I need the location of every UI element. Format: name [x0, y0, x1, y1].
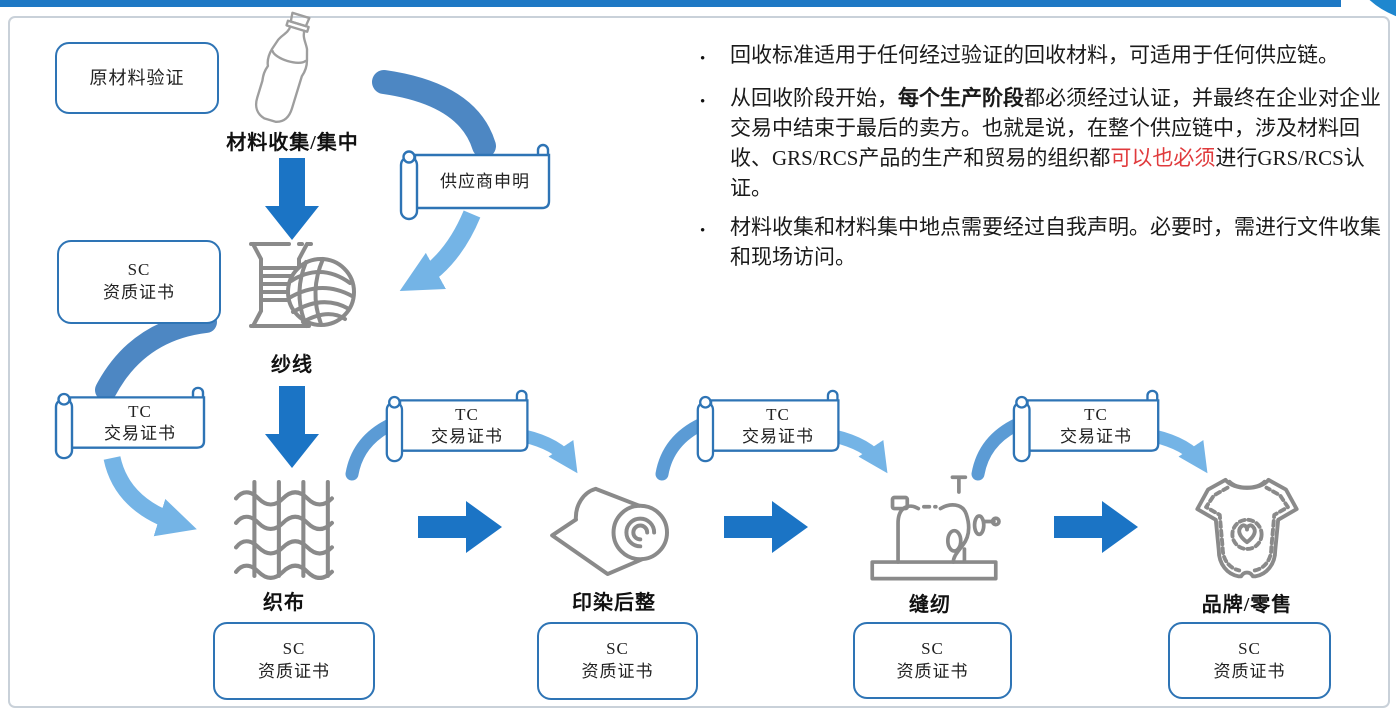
down-arrow-yarn-to-weaving [265, 386, 319, 468]
down-arrow-collection-to-yarn [265, 158, 319, 240]
curve-into-tc-scroll-3 [655, 417, 709, 481]
right-arrow-sewing-to-retail [1054, 501, 1138, 553]
tc-line1: TC [1084, 404, 1108, 424]
tc-line2: 交易证书 [1060, 426, 1132, 446]
curve-bottle-to-supplier-scroll [372, 70, 496, 158]
sc-line2: 资质证书 [896, 661, 969, 681]
plastic-bottle-icon [232, 10, 337, 128]
sc-line2: 资质证书 [258, 662, 330, 681]
sc-certificate-box-retail: SC 资质证书 [1168, 622, 1331, 699]
note-2-red-emphasis: 可以也必须 [1110, 146, 1216, 170]
bullet-dot: • [700, 94, 706, 110]
tc-certificate-label: TC 交易证书 [714, 400, 842, 451]
sc-certificate-box-weaving: SC 资质证书 [213, 622, 375, 700]
tc-certificate-label: TC 交易证书 [72, 397, 208, 448]
weaving-stage-label: 织布 [263, 592, 305, 614]
sc-line1: SC [921, 638, 944, 658]
supplier-declaration-scroll: 供应商申明 [397, 142, 557, 222]
scroll-shape [385, 389, 529, 463]
sc-certificate-box-sewing: SC 资质证书 [853, 622, 1012, 699]
sc-certificate-box-dyeing: SC 资质证书 [537, 622, 698, 700]
curve-into-tc-scroll-4 [971, 417, 1025, 481]
note-text-2: 从回收阶段开始，每个生产阶段都必须经过认证，并最终在企业对企业交易中结束于最后的… [730, 83, 1390, 203]
tc-certificate-scroll-1: TC 交易证书 [52, 385, 212, 461]
sc-certificate-box-spinning: SC 资质证书 [57, 240, 221, 324]
note-text-1: 回收标准适用于任何经过验证的回收材料，可适用于任何供应链。 [730, 43, 1339, 67]
curve-tc-scroll-4-to-retail [1152, 429, 1208, 474]
tc-line2: 交易证书 [431, 426, 503, 446]
tc-certificate-scroll-4: TC 交易证书 [1010, 388, 1166, 464]
bullet-dot: • [700, 51, 706, 67]
sewing-machine-icon [858, 468, 1010, 586]
retail-stage-label: 品牌/零售 [1201, 594, 1293, 616]
note-2-mid: 都必须经过认证，并最终在企业对企业交易中结束于最后的卖方。也就是说，在整个供应链… [730, 86, 1381, 170]
raw-material-verification-label: 原材料验证 [89, 67, 185, 88]
diagram-panel-border [8, 16, 1390, 708]
note-text-3: 材料收集和材料集中地点需要经过自我声明。必要时，需进行文件收集和现场访问。 [730, 215, 1381, 269]
tc-certificate-label: TC 交易证书 [403, 400, 531, 451]
sc-line2: 资质证书 [103, 283, 175, 302]
sc-line1: SC [1238, 638, 1261, 658]
note-2-tail: 进行GRS/RCS认证。 [730, 146, 1365, 200]
supplier-declaration-label: 供应商申明 [440, 171, 530, 191]
scroll-shape [1012, 389, 1160, 463]
sc-line1: SC [127, 260, 151, 280]
scroll-shape [399, 143, 551, 221]
tc-line2: 交易证书 [104, 423, 176, 443]
top-accent-bar [0, 0, 1341, 7]
sc-line2: 资质证书 [1213, 661, 1286, 681]
tc-line1: TC [128, 401, 152, 421]
curve-tc-scroll-2-to-dyeing [522, 429, 578, 474]
tc-certificate-scroll-3: TC 交易证书 [694, 388, 846, 464]
raw-material-verification-box: 原材料验证 [55, 42, 219, 114]
tc-line1: TC [455, 404, 479, 424]
tc-line2: 交易证书 [742, 426, 814, 446]
right-arrow-weaving-to-dyeing [418, 501, 502, 553]
note-2-bold: 每个生产阶段 [898, 86, 1024, 110]
note-item-2: • 从回收阶段开始，每个生产阶段都必须经过认证，并最终在企业对企业交易中结束于最… [700, 83, 1390, 203]
notes-block: • 回收标准适用于任何经过验证的回收材料，可适用于任何供应链。 • 从回收阶段开… [700, 40, 1390, 281]
sewing-stage-label: 缝纫 [909, 594, 951, 616]
collection-stage-label: 材料收集/集中 [226, 132, 359, 154]
curve-tc-scroll-to-weaving [103, 455, 197, 537]
curve-supplier-scroll-to-yarn [399, 210, 481, 292]
bullet-dot: • [700, 223, 706, 239]
sc-line2: 资质证书 [581, 662, 654, 681]
baby-clothes-icon [1192, 474, 1302, 586]
fabric-roll-icon [543, 476, 689, 580]
note-item-3: • 材料收集和材料集中地点需要经过自我声明。必要时，需进行文件收集和现场访问。 [700, 212, 1390, 272]
note-item-1: • 回收标准适用于任何经过验证的回收材料，可适用于任何供应链。 [700, 40, 1390, 74]
scroll-shape [696, 389, 840, 463]
dyeing-stage-label: 印染后整 [572, 592, 656, 614]
scroll-shape [54, 386, 206, 460]
tc-certificate-scroll-2: TC 交易证书 [383, 388, 535, 464]
note-2-pre: 从回收阶段开始， [730, 86, 898, 110]
yarn-stage-label: 纱线 [271, 354, 313, 376]
yarn-spool-icon [233, 234, 358, 346]
sc-line1: SC [606, 639, 629, 659]
woven-fabric-icon [234, 478, 336, 580]
right-arrow-dyeing-to-sewing [724, 501, 808, 553]
curve-sc-to-tc-scroll [95, 311, 217, 401]
tc-certificate-label: TC 交易证书 [1030, 400, 1162, 451]
sc-line1: SC [282, 639, 306, 659]
tc-line1: TC [766, 404, 790, 424]
